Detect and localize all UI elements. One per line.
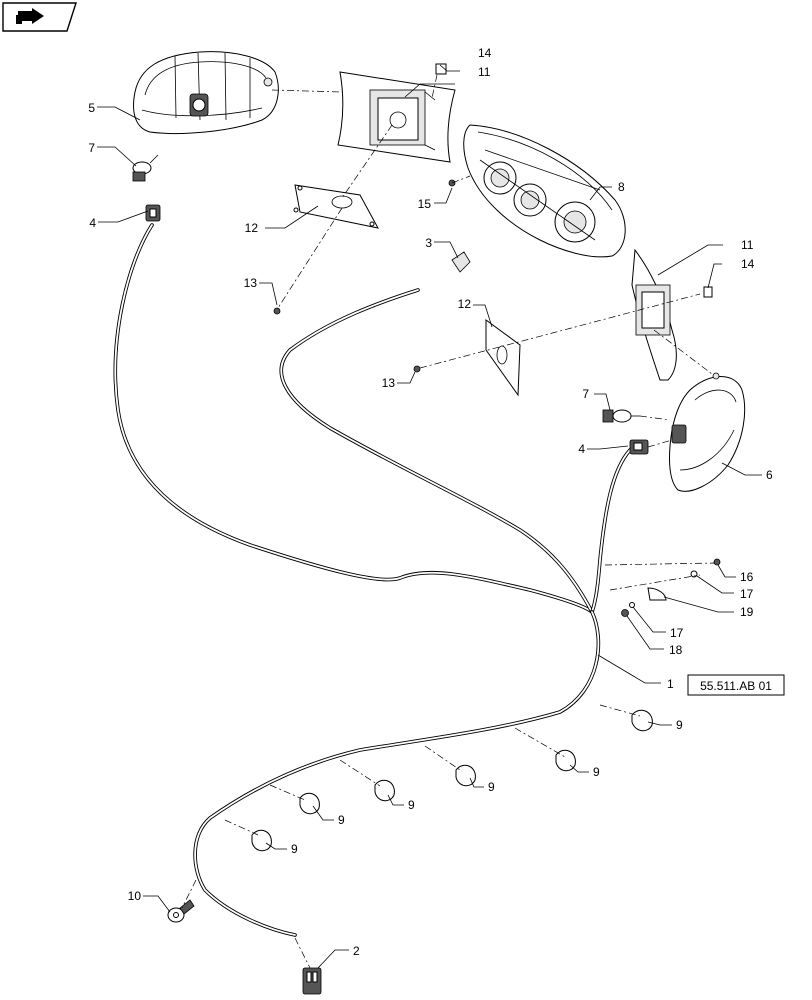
callout-11-top: 11 (478, 65, 491, 79)
harness-end-connector (302, 967, 322, 995)
mounting-bracket-right (631, 248, 677, 381)
callout-14-right: 14 (741, 257, 755, 271)
callout-16: 16 (740, 570, 754, 584)
bulb-right (602, 409, 640, 423)
callout-9-e: 9 (338, 813, 345, 827)
washer-lower (629, 602, 635, 608)
nut (621, 609, 629, 617)
callout-12-top: 12 (245, 221, 259, 235)
callout-12-right: 12 (458, 297, 472, 311)
screw-right (413, 365, 421, 373)
callout-9-a: 9 (676, 718, 683, 732)
callout-19: 19 (740, 605, 754, 619)
mounting-bracket-upper (337, 71, 456, 163)
cable-tie (251, 829, 272, 852)
callout-1: 1 (667, 677, 674, 691)
callout-10: 10 (128, 889, 142, 903)
cable-tie (631, 709, 653, 732)
callout-11-right: 11 (741, 238, 754, 252)
reference-box[interactable]: 55.511.AB 01 (687, 674, 785, 696)
bulb-left (132, 154, 159, 182)
alignment-lines (181, 74, 716, 969)
work-lamp-left (133, 51, 279, 134)
callout-2: 2 (353, 944, 360, 958)
gasket-upper (293, 184, 379, 229)
connector-left (145, 204, 161, 222)
callout-4-right: 4 (578, 442, 585, 456)
callout-5: 5 (88, 101, 95, 115)
callout-6: 6 (766, 468, 773, 482)
callout-3: 3 (425, 236, 432, 250)
ring-terminal (167, 899, 195, 923)
cable-tie (374, 779, 395, 802)
callout-8: 8 (618, 180, 625, 194)
callouts: 5 7 4 14 11 12 13 15 8 3 11 14 12 13 7 4… (88, 46, 773, 958)
callout-17-upper: 17 (740, 587, 754, 601)
callout-13-top: 13 (244, 276, 258, 290)
callout-7-left: 7 (88, 141, 95, 155)
clip-upper (435, 63, 447, 75)
callout-13-right: 13 (382, 376, 396, 390)
plug-connector (451, 251, 471, 273)
screw-upper (273, 307, 281, 315)
callout-9-f: 9 (291, 842, 298, 856)
main-wiring-harness (113, 223, 632, 937)
gasket-right (485, 319, 521, 397)
work-lamp-right (669, 372, 746, 492)
callout-7-right: 7 (582, 387, 589, 401)
cable-tie (455, 764, 476, 787)
bolt (713, 558, 721, 566)
callout-4-left: 4 (89, 216, 96, 230)
callout-9-c: 9 (488, 780, 495, 794)
reference-code: 55.511.AB 01 (700, 679, 772, 693)
clip-right (703, 286, 713, 298)
callout-9-b: 9 (593, 765, 600, 779)
connector-right (629, 439, 649, 455)
p-clamp (647, 587, 667, 601)
light-cluster (463, 124, 626, 258)
callout-18: 18 (669, 643, 683, 657)
callout-9-d: 9 (408, 798, 415, 812)
next-page-arrow-icon[interactable] (2, 2, 77, 32)
callout-15: 15 (418, 197, 432, 211)
callout-14-top: 14 (478, 46, 492, 60)
leader-lines (97, 64, 762, 969)
callout-17-lower: 17 (670, 626, 684, 640)
